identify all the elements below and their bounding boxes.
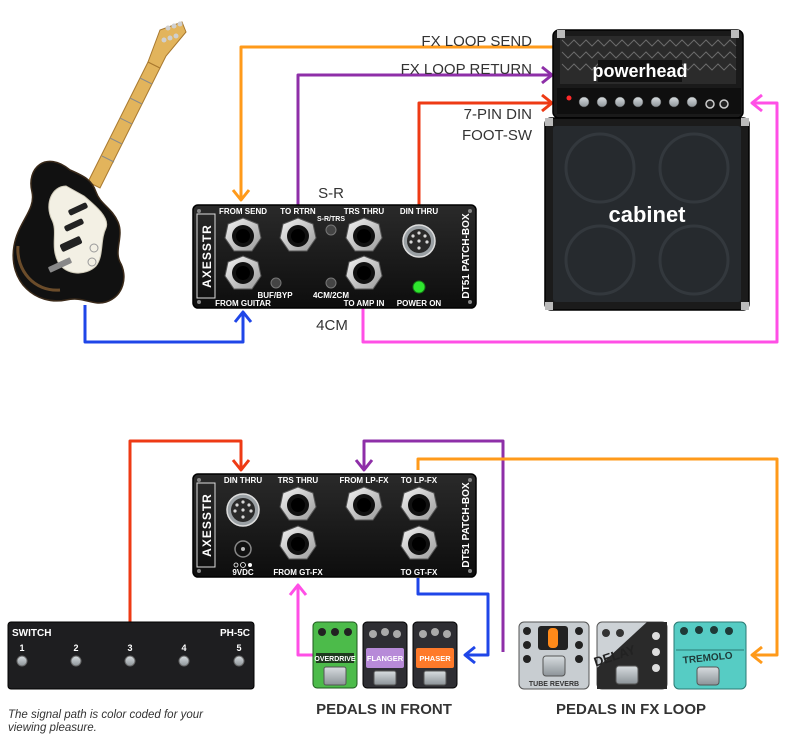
patchbox-bottom-label-to-gt-fx: TO GT-FX bbox=[401, 568, 438, 577]
patchbox-top-label-4cm-2cm: 4CM/2CM bbox=[313, 291, 349, 300]
din-connector-top bbox=[402, 224, 436, 258]
patchbox-top: AXESSTR DT51 PATCH-BOX FROM SEND TO RTRN… bbox=[192, 204, 477, 309]
patchbox-top-model: DT51 PATCH-BOX bbox=[461, 213, 472, 299]
patchbox-top-label-from-send: FROM SEND bbox=[219, 207, 267, 216]
patchbox-top-label-din-thru: DIN THRU bbox=[400, 207, 438, 216]
jack-to-gt-fx bbox=[400, 525, 438, 560]
patchbox-top-label-power-on: POWER ON bbox=[397, 299, 442, 308]
footswitch-button-1-label: 1 bbox=[19, 643, 24, 653]
footswitch-model: PH-5C bbox=[220, 628, 250, 639]
pedal-overdrive: OVERDRIVE bbox=[312, 621, 358, 689]
footswitch-ph-5c: SWITCH PH-5C 1 2 3 4 5 bbox=[7, 621, 255, 690]
pedal-tube-reverb-label: TUBE REVERB bbox=[529, 681, 579, 688]
wire-from-gt-fx bbox=[288, 583, 313, 657]
footswitch-button-2-label: 2 bbox=[73, 643, 78, 653]
din-connector-bottom bbox=[226, 493, 260, 527]
patchbox-bottom-label-trs-thru: TRS THRU bbox=[278, 476, 319, 485]
footswitch-button-5-label: 5 bbox=[236, 643, 241, 653]
pedal-overdrive-label: OVERDRIVE bbox=[314, 656, 356, 663]
footswitch-button-4-label: 4 bbox=[181, 643, 186, 653]
wire-fx-loop-return bbox=[296, 65, 554, 205]
wire-to-lp-fx bbox=[416, 457, 779, 665]
jack-from-gt-fx bbox=[279, 525, 317, 560]
label-4cm: 4CM bbox=[316, 317, 348, 334]
patchbox-bottom-label-from-gt-fx: FROM GT-FX bbox=[273, 568, 323, 577]
patchbox-bottom-model: DT51 PATCH-BOX bbox=[461, 482, 472, 568]
patchbox-bottom-label-from-lp-fx: FROM LP-FX bbox=[340, 476, 390, 485]
jack-to-lp-fx bbox=[400, 486, 438, 521]
wire-to-gt-fx bbox=[416, 578, 490, 665]
pedal-tremolo-label: TREMOLO bbox=[682, 650, 733, 666]
dc-power-jack-icon bbox=[233, 540, 252, 568]
amp-power-led-icon bbox=[566, 95, 572, 101]
footswitch-button-3[interactable]: 3 bbox=[124, 643, 136, 667]
patchbox-bottom-brand: AXESSTR bbox=[200, 493, 214, 557]
pedal-flanger-label: FLANGER bbox=[367, 654, 404, 663]
footswitch-button-5[interactable]: 5 bbox=[233, 643, 245, 667]
footswitch-button-1[interactable]: 1 bbox=[16, 643, 28, 667]
power-led-icon bbox=[412, 280, 426, 294]
patchbox-top-brand: AXESSTR bbox=[200, 224, 214, 288]
wire-guitar-to-patchbox bbox=[83, 305, 253, 344]
amp-cabinet: cabinet bbox=[544, 117, 750, 311]
wire-from-lp-fx bbox=[354, 439, 505, 652]
patchbox-top-label-s-r-trs: S-R/TRS bbox=[317, 216, 345, 223]
jack-trs-thru-bottom bbox=[279, 486, 317, 521]
footswitch-label: SWITCH bbox=[12, 628, 51, 639]
jack-to-rtrn bbox=[279, 217, 317, 252]
jack-trs-thru bbox=[345, 217, 383, 252]
label-fx-loop-return: FX LOOP RETURN bbox=[401, 61, 532, 78]
jack-from-guitar bbox=[224, 255, 262, 290]
amp-head-name: powerhead bbox=[592, 61, 687, 81]
jack-from-lp-fx bbox=[345, 486, 383, 521]
label-fx-loop-send: FX LOOP SEND bbox=[421, 33, 532, 50]
switch-s-r-trs-icon[interactable] bbox=[325, 224, 337, 236]
pedal-delay: DELAY bbox=[592, 621, 668, 690]
pedal-tube-reverb: TUBE REVERB bbox=[518, 621, 590, 690]
switch-4cm-2cm-icon[interactable] bbox=[325, 277, 337, 289]
patchbox-top-label-from-guitar: FROM GUITAR bbox=[215, 299, 271, 308]
cabinet-name: cabinet bbox=[608, 202, 686, 227]
label-din-line2: FOOT-SW bbox=[462, 127, 533, 144]
patchbox-top-label-to-rtrn: TO RTRN bbox=[280, 207, 316, 216]
guitar-image bbox=[12, 21, 187, 304]
wire-fx-loop-send bbox=[231, 45, 556, 202]
section-title-fx-loop: PEDALS IN FX LOOP bbox=[556, 701, 706, 718]
amp-head: powerhead bbox=[552, 29, 744, 119]
switch-buf-byp-icon[interactable] bbox=[270, 277, 282, 289]
patchbox-top-label-to-amp-in: TO AMP IN bbox=[344, 299, 385, 308]
patchbox-bottom-label-din-thru: DIN THRU bbox=[224, 476, 262, 485]
footswitch-button-4[interactable]: 4 bbox=[178, 643, 190, 667]
pedal-flanger: FLANGER bbox=[362, 621, 408, 689]
patchbox-bottom: AXESSTR DT51 PATCH-BOX DIN THRU TRS THRU… bbox=[192, 473, 477, 578]
patchbox-top-label-buf-byp: BUF/BYP bbox=[257, 291, 293, 300]
jack-from-send bbox=[224, 217, 262, 252]
caption: The signal path is color coded for your … bbox=[8, 709, 203, 734]
wire-to-amp-in bbox=[361, 93, 779, 344]
label-din-line1: 7-PIN DIN bbox=[464, 106, 532, 123]
patchbox-top-label-trs-thru: TRS THRU bbox=[344, 207, 385, 216]
pedal-tremolo: TREMOLO bbox=[673, 621, 747, 690]
footswitch-button-3-label: 3 bbox=[127, 643, 132, 653]
pedal-phaser: PHASER bbox=[412, 621, 458, 689]
section-title-front: PEDALS IN FRONT bbox=[316, 701, 452, 718]
patchbox-bottom-label-to-lp-fx: TO LP-FX bbox=[401, 476, 438, 485]
patchbox-bottom-label-9vdc: 9VDC bbox=[232, 568, 254, 577]
label-s-r: S-R bbox=[318, 185, 344, 202]
pedal-phaser-label: PHASER bbox=[419, 654, 451, 663]
wire-din-footswitch-bottom bbox=[128, 439, 251, 625]
wire-din-footswitch-top bbox=[417, 93, 554, 205]
jack-to-amp-in bbox=[345, 255, 383, 290]
footswitch-button-2[interactable]: 2 bbox=[70, 643, 82, 667]
